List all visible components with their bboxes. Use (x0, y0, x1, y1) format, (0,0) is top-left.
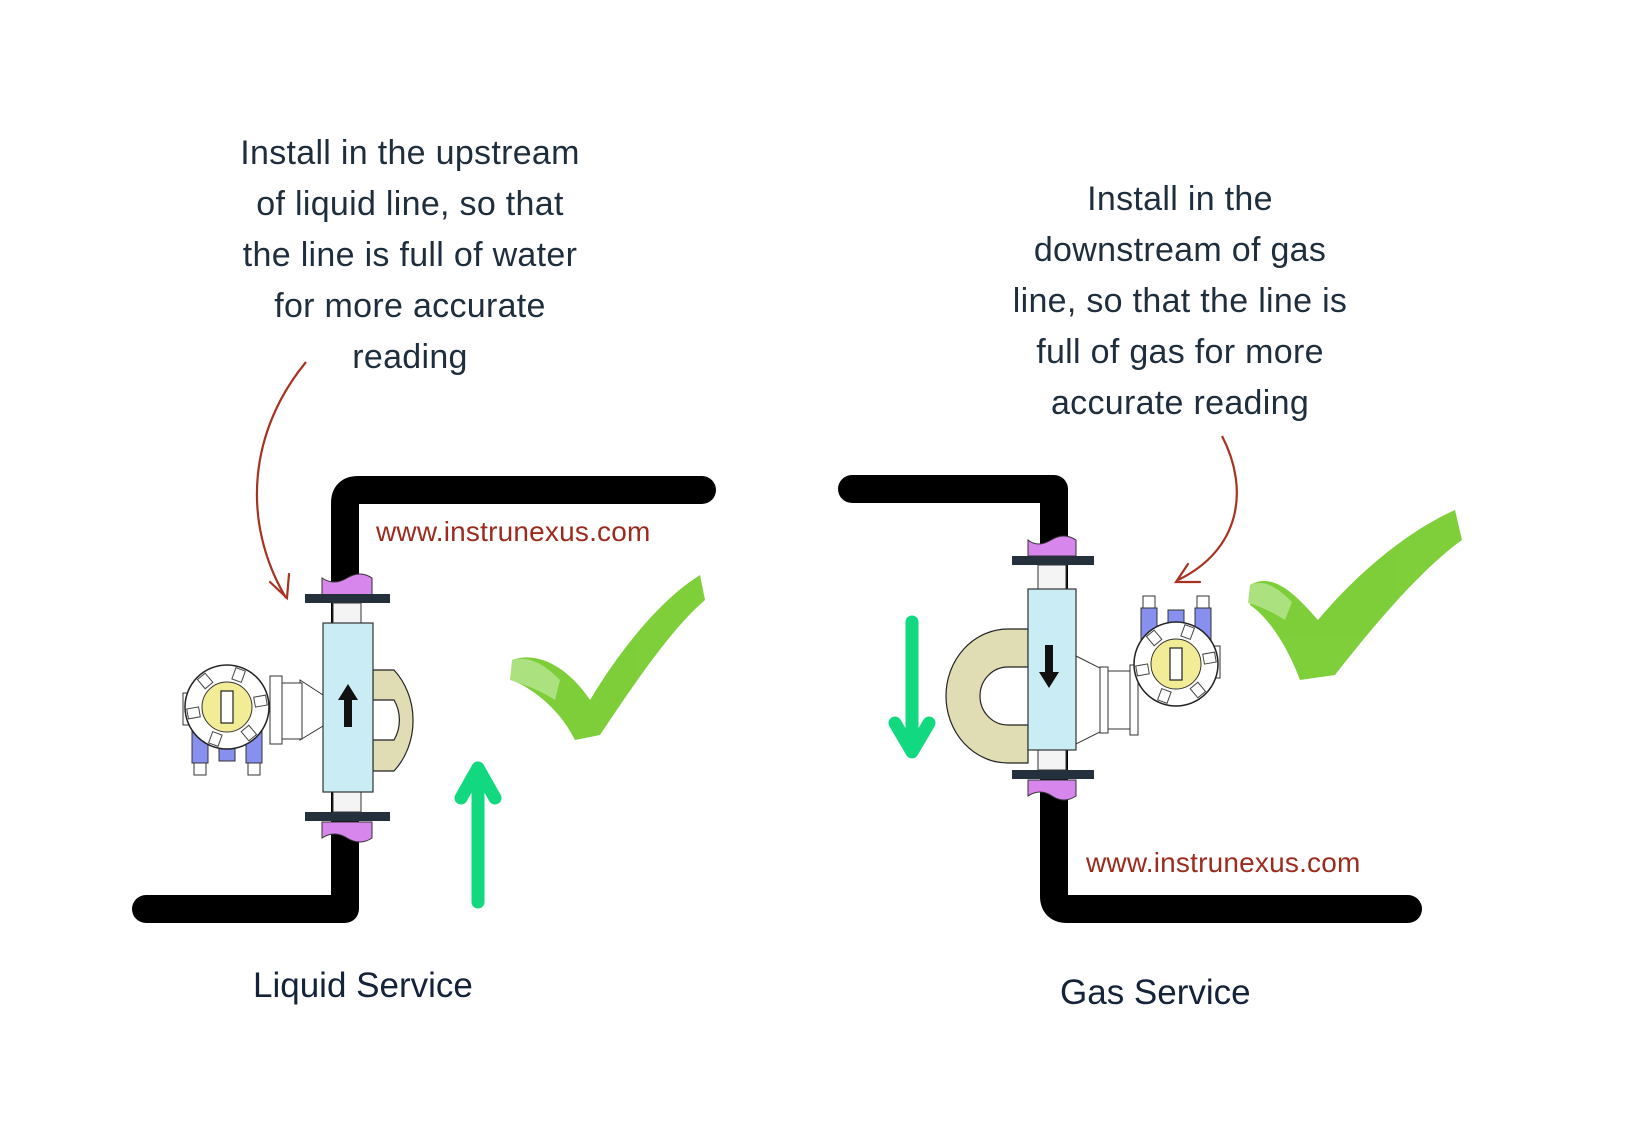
note-line: full of gas for more (1036, 333, 1324, 371)
note-line: for more accurate (274, 287, 546, 325)
gas-annotation-arrow (1173, 435, 1238, 584)
note-line: downstream of gas (1033, 231, 1327, 269)
note-line: reading (352, 338, 468, 376)
gas-pipe (838, 475, 1422, 923)
note-line: the line is full of water (242, 236, 578, 274)
gas-flowmeter (945, 535, 1139, 801)
gas-transmitter (1133, 595, 1221, 707)
liquid-installation-note: Install in the upstream of liquid line, … (180, 128, 640, 383)
note-line: accurate reading (1050, 384, 1310, 422)
gas-watermark: www.instrunexus.com (1086, 847, 1361, 878)
liquid-annotation-arrow (255, 361, 307, 601)
gas-check-mark-icon (1248, 510, 1462, 680)
note-line: Install in the (1087, 180, 1273, 218)
liquid-watermark: www.instrunexus.com (376, 516, 651, 547)
liquid-pipe (132, 476, 716, 923)
note-line: Install in the upstream (240, 134, 580, 172)
liquid-flowmeter (269, 573, 414, 843)
note-line: line, so that the line is (1012, 282, 1348, 320)
liquid-check-mark-icon (510, 575, 705, 740)
liquid-service-caption: Liquid Service (253, 966, 473, 1005)
gas-flow-arrow-icon (888, 615, 936, 759)
gas-installation-note: Install in the downstream of gas line, s… (960, 174, 1400, 429)
gas-direction-arrow-icon (1039, 645, 1059, 688)
note-line: of liquid line, so that (256, 185, 564, 223)
liquid-direction-arrow-icon (338, 684, 358, 727)
liquid-flow-arrow-icon (454, 761, 502, 909)
liquid-transmitter (182, 664, 270, 776)
gas-service-caption: Gas Service (1060, 973, 1251, 1012)
